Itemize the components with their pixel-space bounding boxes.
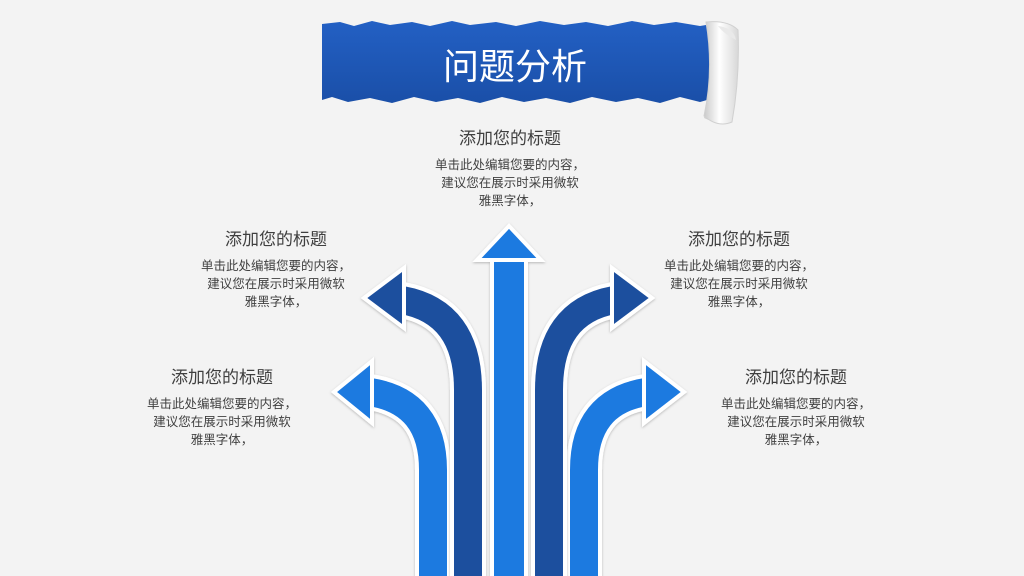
text-block-mid-left: 添加您的标题 单击此处编辑您要的内容， 建议您在展示时采用微软 雅黑字体， bbox=[156, 229, 396, 311]
text-block-low-right: 添加您的标题 单击此处编辑您要的内容， 建议您在展示时采用微软 雅黑字体， bbox=[676, 367, 916, 449]
block-title: 添加您的标题 bbox=[171, 368, 273, 388]
text-block-low-left: 添加您的标题 单击此处编辑您要的内容， 建议您在展示时采用微软 雅黑字体， bbox=[102, 367, 342, 449]
block-body-line: 单击此处编辑您要的内容， bbox=[146, 396, 297, 411]
arrow-low-left bbox=[330, 356, 451, 576]
arrow-low-right bbox=[566, 356, 688, 576]
block-body-line: 单击此处编辑您要的内容， bbox=[720, 396, 871, 411]
block-body-line: 雅黑字体， bbox=[190, 432, 254, 447]
block-body-line: 单击此处编辑您要的内容， bbox=[663, 258, 814, 273]
block-body-line: 雅黑字体， bbox=[244, 294, 308, 309]
arrow-mid-right bbox=[531, 264, 656, 576]
block-body-line: 单击此处编辑您要的内容， bbox=[434, 157, 585, 172]
arrow-mid-left bbox=[360, 264, 486, 576]
block-body-line: 雅黑字体， bbox=[764, 432, 828, 447]
text-block-top: 添加您的标题 单击此处编辑您要的内容， 建议您在展示时采用微软 雅黑字体， bbox=[390, 128, 630, 210]
page-title: 问题分析 bbox=[442, 47, 587, 88]
block-body-line: 雅黑字体， bbox=[707, 294, 771, 309]
title-banner: 问题分析 bbox=[320, 18, 740, 128]
block-title: 添加您的标题 bbox=[745, 368, 847, 388]
arrow-center bbox=[472, 223, 546, 576]
block-body-line: 建议您在展示时采用微软 bbox=[727, 414, 865, 429]
block-body-line: 建议您在展示时采用微软 bbox=[441, 175, 579, 190]
block-body-line: 建议您在展示时采用微软 bbox=[670, 276, 808, 291]
text-block-mid-right: 添加您的标题 单击此处编辑您要的内容， 建议您在展示时采用微软 雅黑字体， bbox=[619, 229, 859, 311]
block-title: 添加您的标题 bbox=[688, 230, 790, 250]
block-body-line: 雅黑字体， bbox=[478, 193, 542, 208]
block-title: 添加您的标题 bbox=[459, 129, 561, 149]
block-body-line: 建议您在展示时采用微软 bbox=[207, 276, 345, 291]
block-title: 添加您的标题 bbox=[225, 230, 327, 250]
block-body-line: 建议您在展示时采用微软 bbox=[153, 414, 291, 429]
torn-paper-banner-graphic bbox=[322, 21, 739, 125]
block-body-line: 单击此处编辑您要的内容， bbox=[200, 258, 351, 273]
